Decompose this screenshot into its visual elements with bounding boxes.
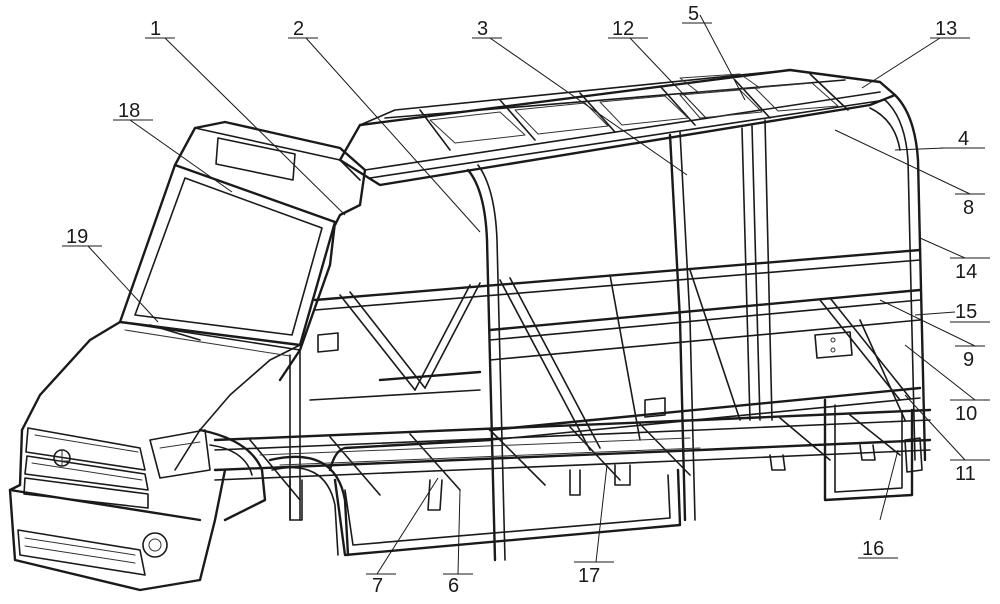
callout-16: 16 xyxy=(858,538,898,560)
callout-4-text: 4 xyxy=(958,128,969,150)
callout-5-text: 5 xyxy=(688,3,699,25)
callout-2-text: 2 xyxy=(293,18,304,40)
callout-6-text: 6 xyxy=(448,575,459,597)
callout-9: 9 xyxy=(955,345,985,371)
callout-11-text: 11 xyxy=(955,463,976,485)
callout-14: 14 xyxy=(950,257,990,283)
callout-1: 1 xyxy=(145,18,175,40)
callout-3-text: 3 xyxy=(477,18,488,40)
door-panels xyxy=(268,398,914,557)
callout-8-text: 8 xyxy=(963,197,974,219)
cab-body xyxy=(8,120,367,592)
callout-19-text: 19 xyxy=(66,226,88,248)
callout-6: 6 xyxy=(443,573,473,597)
callout-17: 17 xyxy=(574,561,614,587)
callout-15: 15 xyxy=(950,301,990,323)
callout-13: 13 xyxy=(930,18,970,40)
callout-13-text: 13 xyxy=(935,18,957,40)
callout-16-text: 16 xyxy=(862,538,884,560)
callout-labels: 1 2 3 4 5 6 7 8 xyxy=(62,3,990,597)
callout-18: 18 xyxy=(113,100,153,122)
callout-17-text: 17 xyxy=(578,565,600,587)
callout-8: 8 xyxy=(955,193,985,219)
callout-10: 10 xyxy=(950,399,990,425)
callout-7-text: 7 xyxy=(372,575,383,597)
callout-12: 12 xyxy=(608,18,648,40)
side-frame xyxy=(309,93,927,562)
callout-5: 5 xyxy=(682,3,712,25)
leader-lines xyxy=(87,14,976,575)
callout-9-text: 9 xyxy=(963,349,974,371)
callout-7: 7 xyxy=(366,573,396,597)
callout-12-text: 12 xyxy=(612,18,634,40)
callout-15-text: 15 xyxy=(955,301,977,323)
floor-frame xyxy=(213,397,932,521)
callout-19: 19 xyxy=(62,226,102,248)
callout-11: 11 xyxy=(950,459,990,485)
callout-10-text: 10 xyxy=(955,403,977,425)
callout-3: 3 xyxy=(472,18,502,40)
callout-18-text: 18 xyxy=(118,100,140,122)
roof-frame xyxy=(338,68,897,187)
callout-1-text: 1 xyxy=(150,18,161,40)
callout-14-text: 14 xyxy=(955,261,977,283)
callout-2: 2 xyxy=(288,18,318,40)
callout-4: 4 xyxy=(940,128,985,150)
